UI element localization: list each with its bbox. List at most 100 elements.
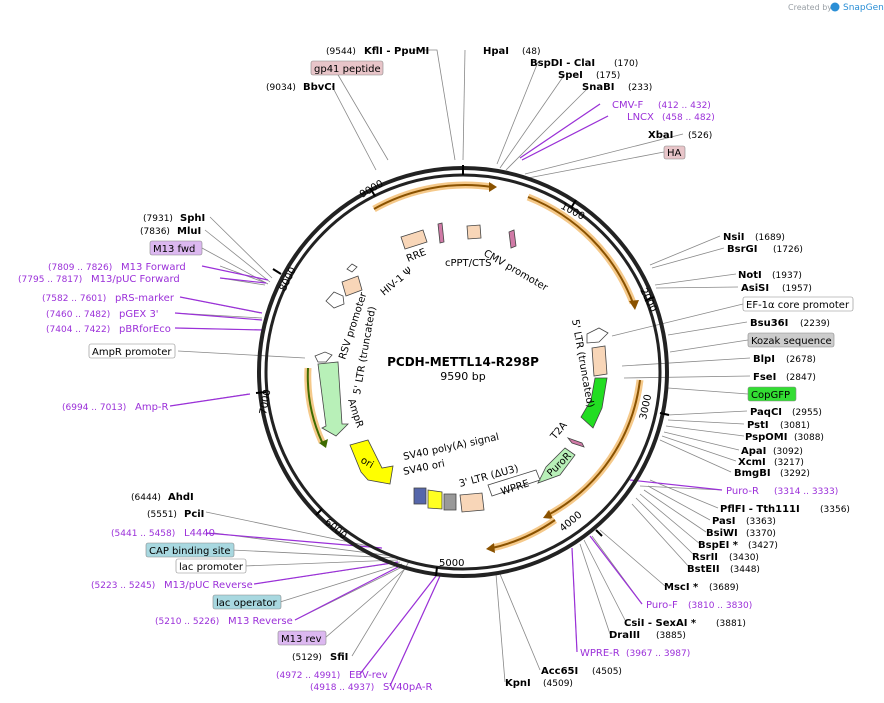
wpre-box	[487, 469, 541, 497]
primer-sv40pa: SV40pA-R	[383, 682, 432, 693]
primer-prs: pRS-marker	[115, 293, 175, 304]
site-snabi-pos: (233)	[628, 83, 652, 93]
ltr5-box	[591, 345, 608, 377]
site-blpi-pos: (2678)	[786, 355, 816, 365]
primer-ampr: Amp-R	[135, 402, 169, 413]
site-mlui-pos: (7836)	[140, 227, 170, 237]
site-bsiwi: BsiWI	[706, 528, 738, 539]
site-fsei-pos: (2847)	[786, 373, 816, 383]
rsv-arrow	[325, 291, 345, 309]
site-pcii-pos: (5551)	[147, 510, 177, 520]
site-apai: ApaI	[741, 446, 766, 457]
box-copgfp-label: CopGFP	[751, 390, 790, 401]
primer-ebv-pos: (4972 .. 4991)	[276, 671, 340, 681]
ruler-3000: 3000	[638, 393, 654, 420]
site-kfli: KflI - PpuMI	[364, 46, 429, 57]
primer-lines	[169, 103, 723, 687]
site-draiii-pos: (3885)	[656, 631, 686, 641]
site-rsrii: RsrII	[692, 552, 718, 563]
box-ha-label: HA	[667, 148, 682, 159]
site-sfii-pos: (5129)	[292, 653, 322, 663]
box-lac-promoter-label: lac promoter	[179, 562, 244, 573]
site-bsteii-pos: (3448)	[730, 565, 760, 575]
site-nsii-pos: (1689)	[755, 233, 785, 243]
snapgene-logo-icon	[830, 2, 840, 12]
site-bmgbi: BmgBI	[734, 468, 771, 479]
cmv-marker	[508, 229, 517, 249]
feature-boxes: gp41 peptide HA M13 fwd AmpR promoter EF…	[88, 60, 854, 646]
box-ha	[663, 145, 686, 160]
box-gp41-label: gp41 peptide	[314, 64, 381, 75]
sv40-small-box	[413, 487, 427, 505]
primer-m13puc: M13/pUC Forward	[91, 274, 180, 285]
site-asisi: AsiSI	[741, 283, 769, 294]
puror-arrow	[537, 447, 576, 484]
site-noti: NotI	[738, 270, 762, 281]
sites-left: (7931) SphI (7836) MluI (7809 .. 7826) M…	[18, 213, 432, 693]
primer-m13pucrev: M13/pUC Reverse	[164, 580, 253, 591]
box-ampr-promoter	[88, 343, 176, 359]
primer-m13fwd-pos: (7809 .. 7826)	[48, 263, 112, 273]
site-xbai-pos: (526)	[688, 131, 712, 141]
box-m13rev	[277, 630, 327, 646]
primer-cmvf-pos: (412 .. 432)	[658, 101, 711, 111]
site-kfli-pos: (9544)	[326, 47, 356, 57]
primers-top: CMV-F (412 .. 432) LNCX (458 .. 482)	[612, 100, 715, 123]
site-psti: PstI	[747, 420, 769, 431]
primer-m13rev-pos: (5210 .. 5226)	[155, 617, 219, 627]
inner-features	[314, 222, 609, 513]
t2a-box	[566, 437, 585, 448]
site-msci: MscI *	[664, 582, 699, 593]
primer-lncx-pos: (458 .. 482)	[662, 113, 715, 123]
site-sphi: SphI	[180, 213, 205, 224]
site-blpi: BlpI	[753, 354, 775, 365]
plasmid-name: PCDH-METTL14-R298P	[387, 355, 539, 369]
site-kpni-pos: (4509)	[543, 679, 573, 689]
site-apai-pos: (3092)	[773, 447, 803, 457]
site-spei-pos: (175)	[596, 71, 620, 81]
site-acc65i: Acc65I	[541, 666, 578, 677]
feature-rre: RRE	[405, 247, 428, 265]
orf-arcs	[304, 181, 644, 553]
site-fsei: FseI	[753, 372, 776, 383]
site-pflfi-pos: (3356)	[820, 505, 850, 515]
site-bsu36i-pos: (2239)	[800, 319, 830, 329]
primer-wprer-pos: (3967 .. 3987)	[626, 649, 690, 659]
site-paqci: PaqCI	[750, 407, 782, 418]
site-acc65i-pos: (4505)	[592, 667, 622, 677]
site-bbvci: BbvCI	[303, 82, 335, 93]
box-copgfp	[747, 386, 797, 402]
feature-cppt: cPPT/CTS	[445, 258, 491, 269]
rre-marker	[437, 222, 445, 244]
site-paqci-pos: (2955)	[792, 408, 822, 418]
site-msci-pos: (3689)	[709, 583, 739, 593]
primer-m13puc-pos: (7795 .. 7817)	[18, 275, 82, 285]
site-pflfi: PflFI - Tth111I	[720, 504, 800, 515]
ori-arrow	[349, 439, 394, 485]
sv40pa-box	[427, 489, 443, 510]
site-ahdi-pos: (6444)	[131, 493, 161, 503]
box-lac-operator	[212, 594, 282, 610]
box-lac-promoter	[175, 558, 247, 574]
site-clai-pos: (170)	[614, 59, 638, 69]
site-bspei: BspEI *	[698, 540, 739, 551]
site-pasi: PasI	[712, 516, 735, 527]
box-m13rev-label: M13 rev	[281, 634, 322, 645]
rre-box	[400, 229, 428, 250]
site-xcmi-pos: (3217)	[774, 458, 804, 468]
credit-prefix: Created by	[788, 3, 832, 12]
box-gp41	[310, 60, 384, 76]
copgfp-arrow	[580, 377, 608, 429]
primer-l4440: L4440	[184, 528, 215, 539]
site-psti-pos: (3081)	[780, 421, 810, 431]
feature-ampr: AmpR	[345, 398, 365, 430]
box-cap	[145, 542, 235, 558]
cppt-box	[466, 224, 482, 240]
primer-ampr-pos: (6994 .. 7013)	[62, 403, 126, 413]
site-pspomi-pos: (3088)	[794, 433, 824, 443]
box-m13fwd	[149, 240, 203, 256]
box-ef1a	[742, 296, 854, 312]
site-bspei-pos: (3427)	[748, 541, 778, 551]
plasmid-size: 9590 bp	[440, 370, 485, 383]
